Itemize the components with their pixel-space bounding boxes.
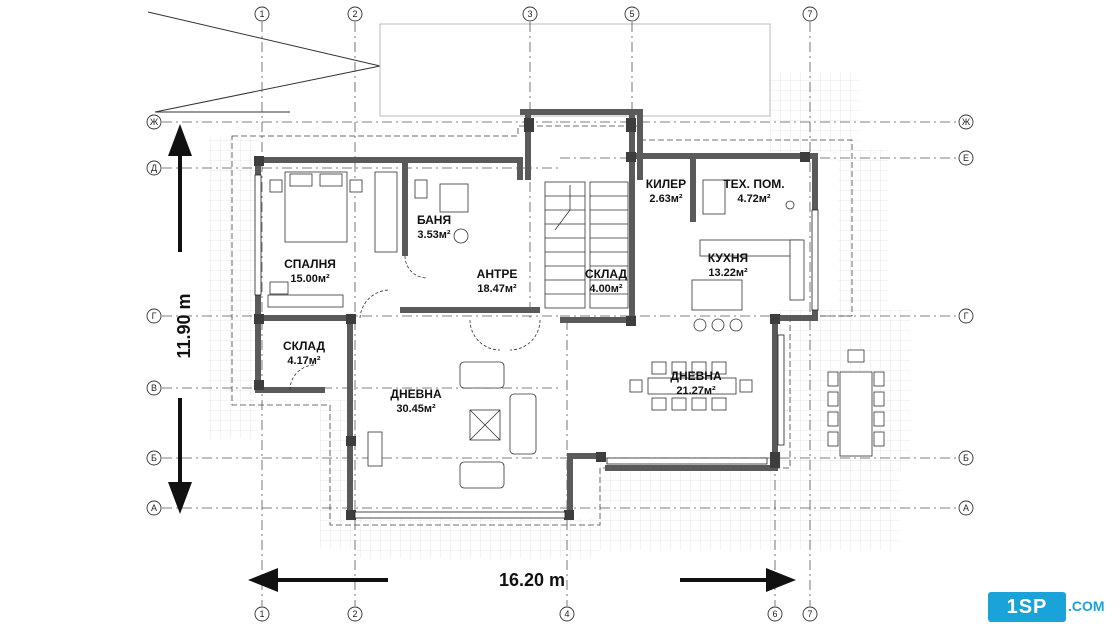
width-dimension: 16.20 m <box>499 570 565 590</box>
axis-right-0: Ж <box>958 114 974 130</box>
roof-outline <box>147 11 771 117</box>
axis-left-5-label: А <box>151 503 157 513</box>
room-area: 21.27м² <box>676 385 716 397</box>
room-labels: СПАЛНЯ 15.00м² БАНЯ 3.53м² АНТРЕ 18.47м² СКЛАД… <box>283 177 785 415</box>
room-label: БАНЯ 3.53м² <box>417 213 451 241</box>
logo-suffix: .COM <box>1068 598 1105 614</box>
axis-top-3-label: 5 <box>629 9 634 19</box>
axis-bottom-4: 7 <box>802 606 818 622</box>
axis-bottom-0-label: 1 <box>259 609 264 619</box>
room-label: АНТРЕ 18.47м² <box>477 267 518 295</box>
room-name: ДНЕВНА <box>390 387 442 401</box>
room-area: 18.47м² <box>477 283 517 295</box>
axis-bottom-0: 1 <box>254 606 270 622</box>
axis-right-3: Б <box>958 450 974 466</box>
sofa <box>509 393 537 455</box>
room-label: КУХНЯ 13.22м² <box>708 251 748 279</box>
axis-bottom-3: 6 <box>767 606 783 622</box>
room-name: КУХНЯ <box>708 251 748 265</box>
site-logo[interactable]: 1SP .COM <box>988 592 1112 624</box>
room-label: СПАЛНЯ 15.00м² <box>284 257 336 285</box>
axis-top-2: 3 <box>522 6 538 22</box>
axis-bottom-4-label: 7 <box>807 609 812 619</box>
axis-left-1-label: Д <box>151 163 157 173</box>
room-area: 2.63м² <box>649 193 683 205</box>
room-name: ТЕХ. ПОМ. <box>723 177 784 191</box>
axis-left-3: В <box>146 380 162 396</box>
axis-right-4: А <box>958 500 974 516</box>
axis-right-2-label: Г <box>964 311 969 321</box>
logo-mark: 1SP <box>988 592 1066 622</box>
axis-top-0: 1 <box>254 6 270 22</box>
axis-top-4-label: 7 <box>807 9 812 19</box>
room-area: 15.00м² <box>290 273 330 285</box>
axis-bottom-1-label: 2 <box>352 609 357 619</box>
dimension-height <box>168 124 192 514</box>
axis-left-1: Д <box>146 160 162 176</box>
axis-right-1-label: Е <box>963 153 969 163</box>
axis-top-4: 7 <box>802 6 818 22</box>
terrace-west <box>208 138 258 438</box>
sofa <box>459 361 505 389</box>
terrace-south-east <box>600 460 900 550</box>
room-label: СКЛАД 4.00м² <box>585 267 628 295</box>
axis-right-3-label: Б <box>963 453 969 463</box>
room-area: 13.22м² <box>708 267 748 279</box>
axis-left-0-label: Ж <box>150 117 159 127</box>
terrace-south <box>356 518 600 558</box>
room-name: СКЛАД <box>585 267 628 281</box>
room-label: КИЛЕР 2.63м² <box>646 177 686 205</box>
axis-left-4-label: Б <box>151 453 157 463</box>
room-area: 4.72м² <box>737 193 771 205</box>
height-dimension: 11.90 m <box>174 293 194 358</box>
axis-bottom-2-label: 4 <box>564 609 569 619</box>
axis-top-1: 2 <box>347 6 363 22</box>
axis-top-3: 5 <box>624 6 640 22</box>
axis-left-4: Б <box>146 450 162 466</box>
axis-bottom-3-label: 6 <box>772 609 777 619</box>
room-label: ТЕХ. ПОМ. 4.72м² <box>723 177 784 205</box>
room-label: СКЛАД 4.17м² <box>283 339 326 367</box>
axis-left-5: А <box>146 500 162 516</box>
sofa <box>459 461 505 489</box>
room-name: ДНЕВНА <box>670 369 722 383</box>
dimension-width <box>248 568 796 592</box>
wall-columns <box>254 118 810 520</box>
room-name: СПАЛНЯ <box>284 257 336 271</box>
axis-right-1: Е <box>958 150 974 166</box>
dining-table <box>647 377 737 395</box>
windows <box>254 174 819 519</box>
axis-top-0-label: 1 <box>259 9 264 19</box>
room-name: КИЛЕР <box>646 177 686 191</box>
staircase <box>544 181 629 309</box>
room-name: БАНЯ <box>417 213 451 227</box>
room-area: 30.45м² <box>396 403 436 415</box>
furniture <box>267 171 885 489</box>
axis-bottom-2: 4 <box>559 606 575 622</box>
axis-right-4-label: А <box>963 503 969 513</box>
axis-bottom-1: 2 <box>347 606 363 622</box>
axis-right-0-label: Ж <box>962 117 971 127</box>
kitchen-island <box>691 279 743 311</box>
axis-left-2: Г <box>146 308 162 324</box>
axis-top-2-label: 3 <box>527 9 532 19</box>
doors <box>289 255 541 391</box>
axis-right-2: Г <box>958 308 974 324</box>
axis-left-3-label: В <box>151 383 157 393</box>
axis-top-1-label: 2 <box>352 9 357 19</box>
room-label: ДНЕВНА 21.27м² <box>670 369 722 397</box>
room-area: 4.00м² <box>589 283 623 295</box>
room-name: АНТРЕ <box>477 267 518 281</box>
room-label: ДНЕВНА 30.45м² <box>390 387 442 415</box>
terrace-east-upper <box>838 150 888 310</box>
axis-left-2-label: Г <box>152 311 157 321</box>
room-area: 4.17м² <box>287 355 321 367</box>
room-name: СКЛАД <box>283 339 326 353</box>
terrace-north-east <box>770 72 860 152</box>
room-area: 3.53м² <box>417 229 451 241</box>
axis-left-0: Ж <box>146 114 162 130</box>
